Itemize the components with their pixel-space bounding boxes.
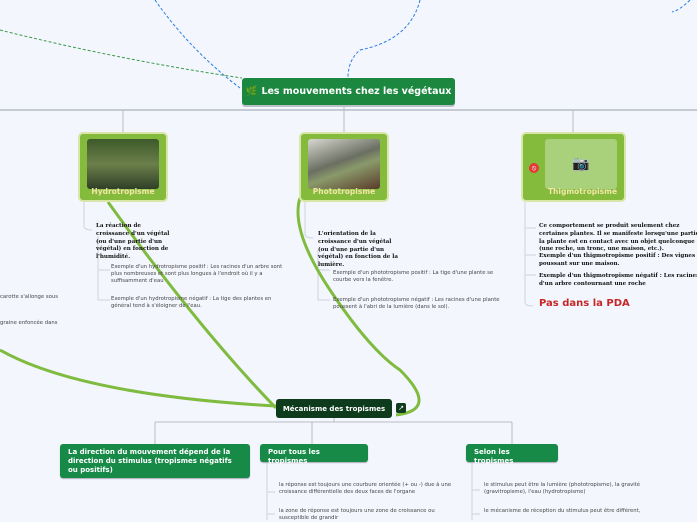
hydro-example-positive: Exemple d'un hydrotropisme positif : Les… — [111, 264, 283, 284]
note-pas-dans-pda: Pas dans la PDA — [539, 298, 630, 309]
plant-icon: 🌿 — [245, 86, 258, 97]
mechanism-all-tropisms-node[interactable]: Pour tous les tropismes — [260, 444, 368, 465]
photo-example-positive: Exemple d'un phototropisme positif : La … — [333, 270, 494, 283]
thigmo-definition: Ce comportement se produit seulement che… — [539, 223, 697, 253]
per-tropism-item: le stimulus peut être la lumière (photot… — [484, 482, 641, 495]
hydro-definition: La réaction de croissance d'un végétal (… — [96, 223, 170, 261]
per-tropism-item: le mécanisme de réception du stimulus pe… — [484, 508, 641, 514]
all-tropisms-item: la zone de réponse est toujours une zone… — [279, 508, 435, 521]
topic-hydrotropisme[interactable]: Hydrotropisme — [78, 132, 168, 202]
root-node[interactable]: 🌿 Les mouvements chez les végétaux — [242, 78, 455, 105]
hydro-example-negative: Exemple d'un hydrotropisme négatif : La … — [111, 296, 272, 309]
left-fragment-1: carotte s'allonge sous — [0, 294, 58, 300]
all-tropisms-item: la réponse est toujours une courbure ori… — [279, 482, 452, 495]
photo-example-negative: Exemple d'un phototropisme négatif : Les… — [333, 297, 500, 310]
external-link-icon[interactable]: ↗ — [396, 403, 406, 413]
mechanism-per-tropism-node[interactable]: Selon les tropismes — [466, 444, 558, 465]
photo-definition: L'orientation de la croissance d'un végé… — [318, 231, 399, 269]
phototropism-image — [308, 139, 380, 189]
thigmo-example-negative: Exemple d'un thigmotropisme négatif : Le… — [539, 273, 697, 287]
camera-icon: 📷 — [545, 139, 617, 189]
left-fragment-2: graine enfoncée dans — [0, 320, 58, 326]
thigmo-example-positive: Exemple d'un thigmotropisme positif : De… — [539, 253, 696, 267]
hydrotropism-image — [87, 139, 159, 189]
mechanism-direction-node[interactable]: La direction du mouvement dépend de la d… — [60, 444, 250, 478]
topic-thigmotropisme[interactable]: 📷 Thigmotropisme — [521, 132, 626, 202]
mechanism-node[interactable]: Mécanisme des tropismes — [276, 399, 392, 418]
topic-phototropisme[interactable]: Phototropisme — [299, 132, 389, 202]
no-entry-icon: ⦸ — [529, 163, 539, 173]
